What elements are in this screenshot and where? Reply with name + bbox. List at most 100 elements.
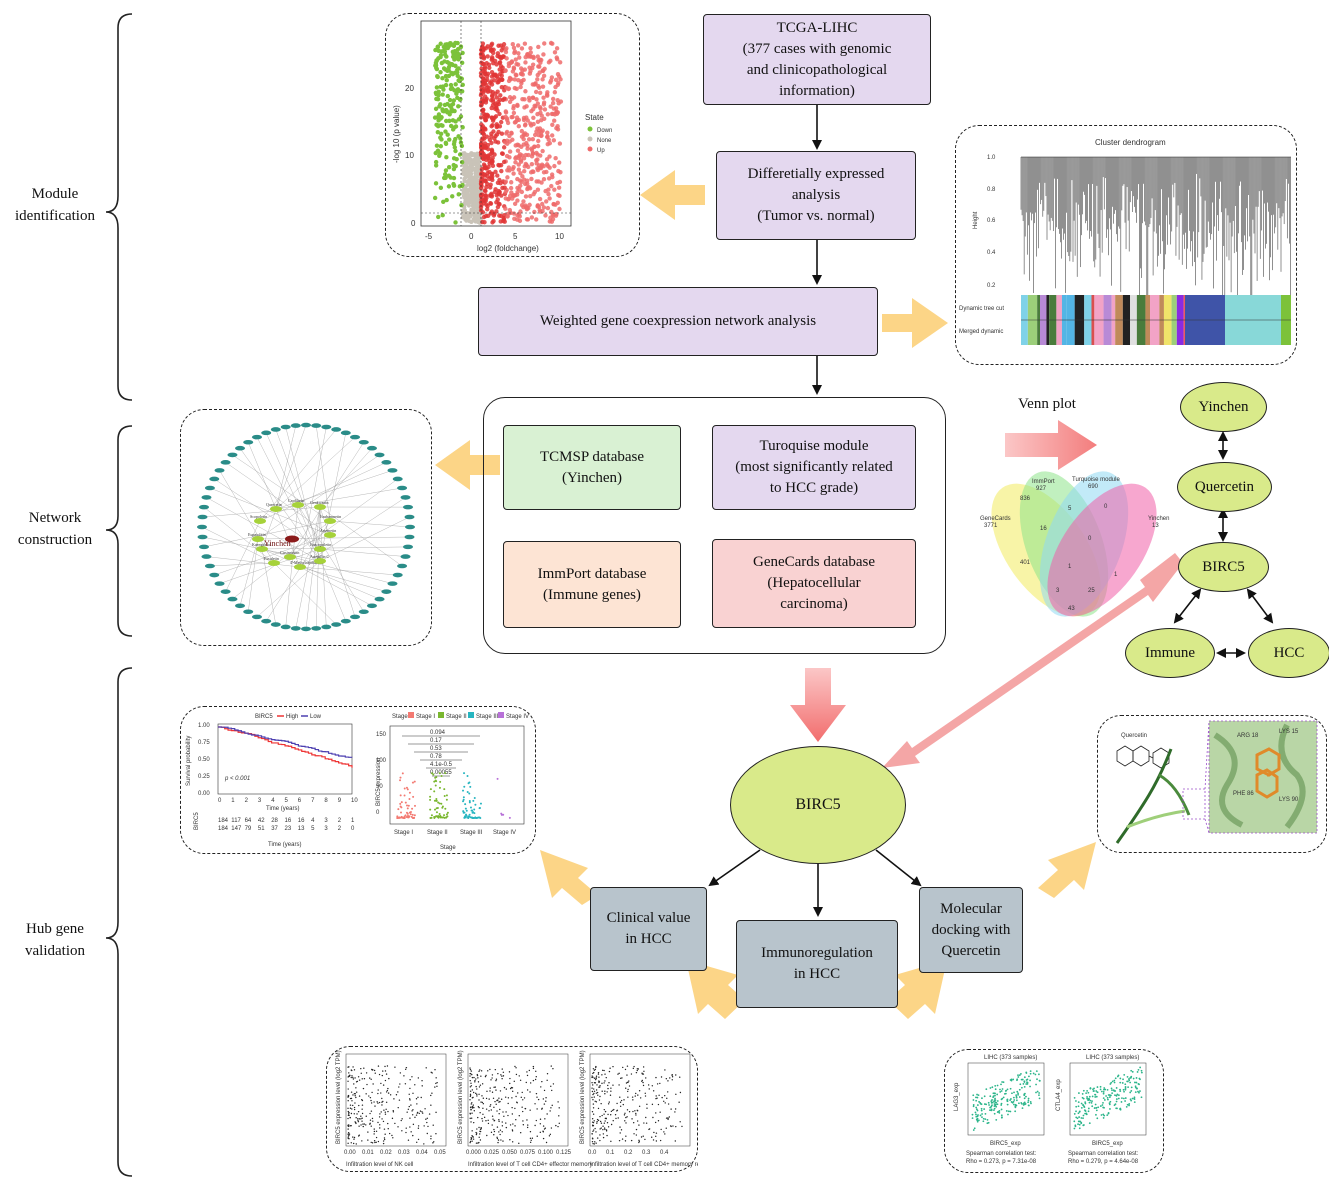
timer-ylabel: BIRC5 expression level (log2 TPM) [458,1050,464,1144]
timer-xtick: 0.0 [588,1150,597,1156]
box-tcmsp: TCMSP database (Yinchen) [503,425,681,510]
stage-category: Stage I [394,830,413,836]
km-risk-low: 37 [271,826,278,832]
tisidb-stat: Rho = 0.279, p = 4.64e-08 [1068,1159,1139,1165]
km-risk-high: 1 [351,818,355,824]
stage-legend-title: Stage [392,714,408,720]
km-risk-low: 147 [231,826,242,832]
box-immport: ImmPort database (Immune genes) [503,541,681,628]
arrow-birc5-hcc [1246,588,1274,624]
stage-category: Stage II [427,830,448,836]
km-xtick: 4 [271,798,275,804]
volcano-legend-title: State [585,113,604,122]
network-node-label: Isoscopoletin [310,542,331,547]
km-risk-low: 0 [351,826,355,832]
network-node-label: 4'-Methylcapillarisin [290,560,323,565]
venn-count: 43 [1068,606,1075,612]
yellow-arrow-docking-pdb [1038,842,1096,898]
volcano-xtick-4: 10 [555,232,564,241]
venn-count: 3 [1056,588,1060,594]
tisidb-xlabel: BIRC5_exp [1092,1141,1123,1147]
km-risk-high: 3 [324,818,328,824]
stage-legend-item: Stage IV [506,714,529,720]
tisidb-ylabel: CTLA4_exp [1056,1079,1062,1111]
box-clinical: Clinical value in HCC [590,887,707,971]
timer-xlabel: Infiltration level of T cell CD4+ memory… [590,1162,698,1168]
venn-count: 1 [1068,564,1072,570]
km-risk-ylabel: BIRC5 [194,812,200,830]
network-node-label: Scopoletin [250,514,267,519]
venn-count: 25 [1088,588,1095,594]
docking-residue-3: PHE 86 [1233,791,1254,797]
stage-ytick: 100 [376,758,387,764]
timer-xtick: 0.000 [466,1150,482,1156]
section-network: Network construction [17,510,93,548]
venn-count: 5 [1068,506,1072,512]
km-xtick: 7 [311,798,315,804]
stage-ytick: 50 [376,784,383,790]
docking-residue-4: LYS 90 [1279,797,1299,803]
km-xtick: 10 [351,798,358,804]
docking-residue-2: LYS 15 [1279,729,1299,735]
volcano-legend-down: Down [597,128,612,134]
stage-xlabel: Stage [440,845,456,851]
km-legend-high: High [286,714,298,720]
timer-ylabel: BIRC5 expression level (log2 TPM) [336,1050,342,1144]
volcano-legend-up: Up [597,148,605,154]
timer-xtick: 0.01 [362,1150,374,1156]
timer-xtick: 0.1 [606,1150,615,1156]
km-xtick: 2 [245,798,249,804]
tisidb-stat: Rho = 0.273, p = 7.31e-08 [966,1159,1037,1165]
network-node-label: Quercetin [266,502,282,507]
volcano-xtick-1: -5 [425,232,433,241]
km-risk-xlabel: Time (years) [268,842,301,848]
km-risk-low: 3 [324,826,328,832]
dendrogram-plot: Cluster dendrogram 1.0 0.8 0.6 0.4 0.2 H… [959,138,1291,345]
venn-title: Venn plot [1018,396,1076,412]
timer-xlabel: Infiltration level of NK cell [346,1162,413,1168]
dendro-ytick-4: 0.4 [987,250,996,256]
km-xtick: 1 [231,798,235,804]
km-risk-high: 4 [311,818,315,824]
tisidb-ylabel: LAG3_exp [954,1082,960,1111]
tisidb-panel [944,1049,1164,1173]
timer-xtick: 0.100 [538,1150,554,1156]
stage-legend-item: Stage II [446,714,467,720]
venn-count: 0 [1104,504,1108,510]
timer-panel [326,1046,698,1172]
timer-xtick: 0.050 [502,1150,518,1156]
stage-ytick: 0 [376,810,380,816]
network-node-label: Eupatolitin [248,532,266,537]
network-node-label: Isorhamnetin [320,514,341,519]
section-module: Module identification [15,186,95,224]
volcano-ytick-1: 0 [411,219,416,228]
dendro-ytick-1: 1.0 [987,155,996,161]
km-title: BIRC5 [255,714,273,720]
yellow-arrow-immuno-tisidb [888,960,947,1019]
yellow-arrow-wgcna-dendro [882,298,948,348]
volcano-legend-none: None [597,138,612,144]
timer-xtick: 0.03 [398,1150,410,1156]
arrow-birc5-immune [1173,588,1202,624]
km-risk-high: 117 [231,818,241,824]
brace-hub [105,667,133,1177]
timer-xtick: 0.3 [642,1150,651,1156]
stage-legend-item: Stage III [476,714,499,720]
node-hcc: HCC [1248,628,1329,678]
km-risk-low: 13 [298,826,305,832]
tisidb-plots: LIHC (373 samples)BIRC5_expLAG3_expSpear… [954,1055,1147,1165]
km-xtick: 8 [324,798,328,804]
km-risk-low: 5 [311,826,315,832]
km-risk-high: 16 [298,818,305,824]
tisidb-title: LIHC (373 samples) [984,1055,1037,1061]
volcano-ylabel: -log 10 (p value) [392,105,401,163]
timer-xtick: 0.025 [484,1150,500,1156]
km-xtick: 6 [298,798,302,804]
timer-xtick: 0.4 [660,1150,669,1156]
